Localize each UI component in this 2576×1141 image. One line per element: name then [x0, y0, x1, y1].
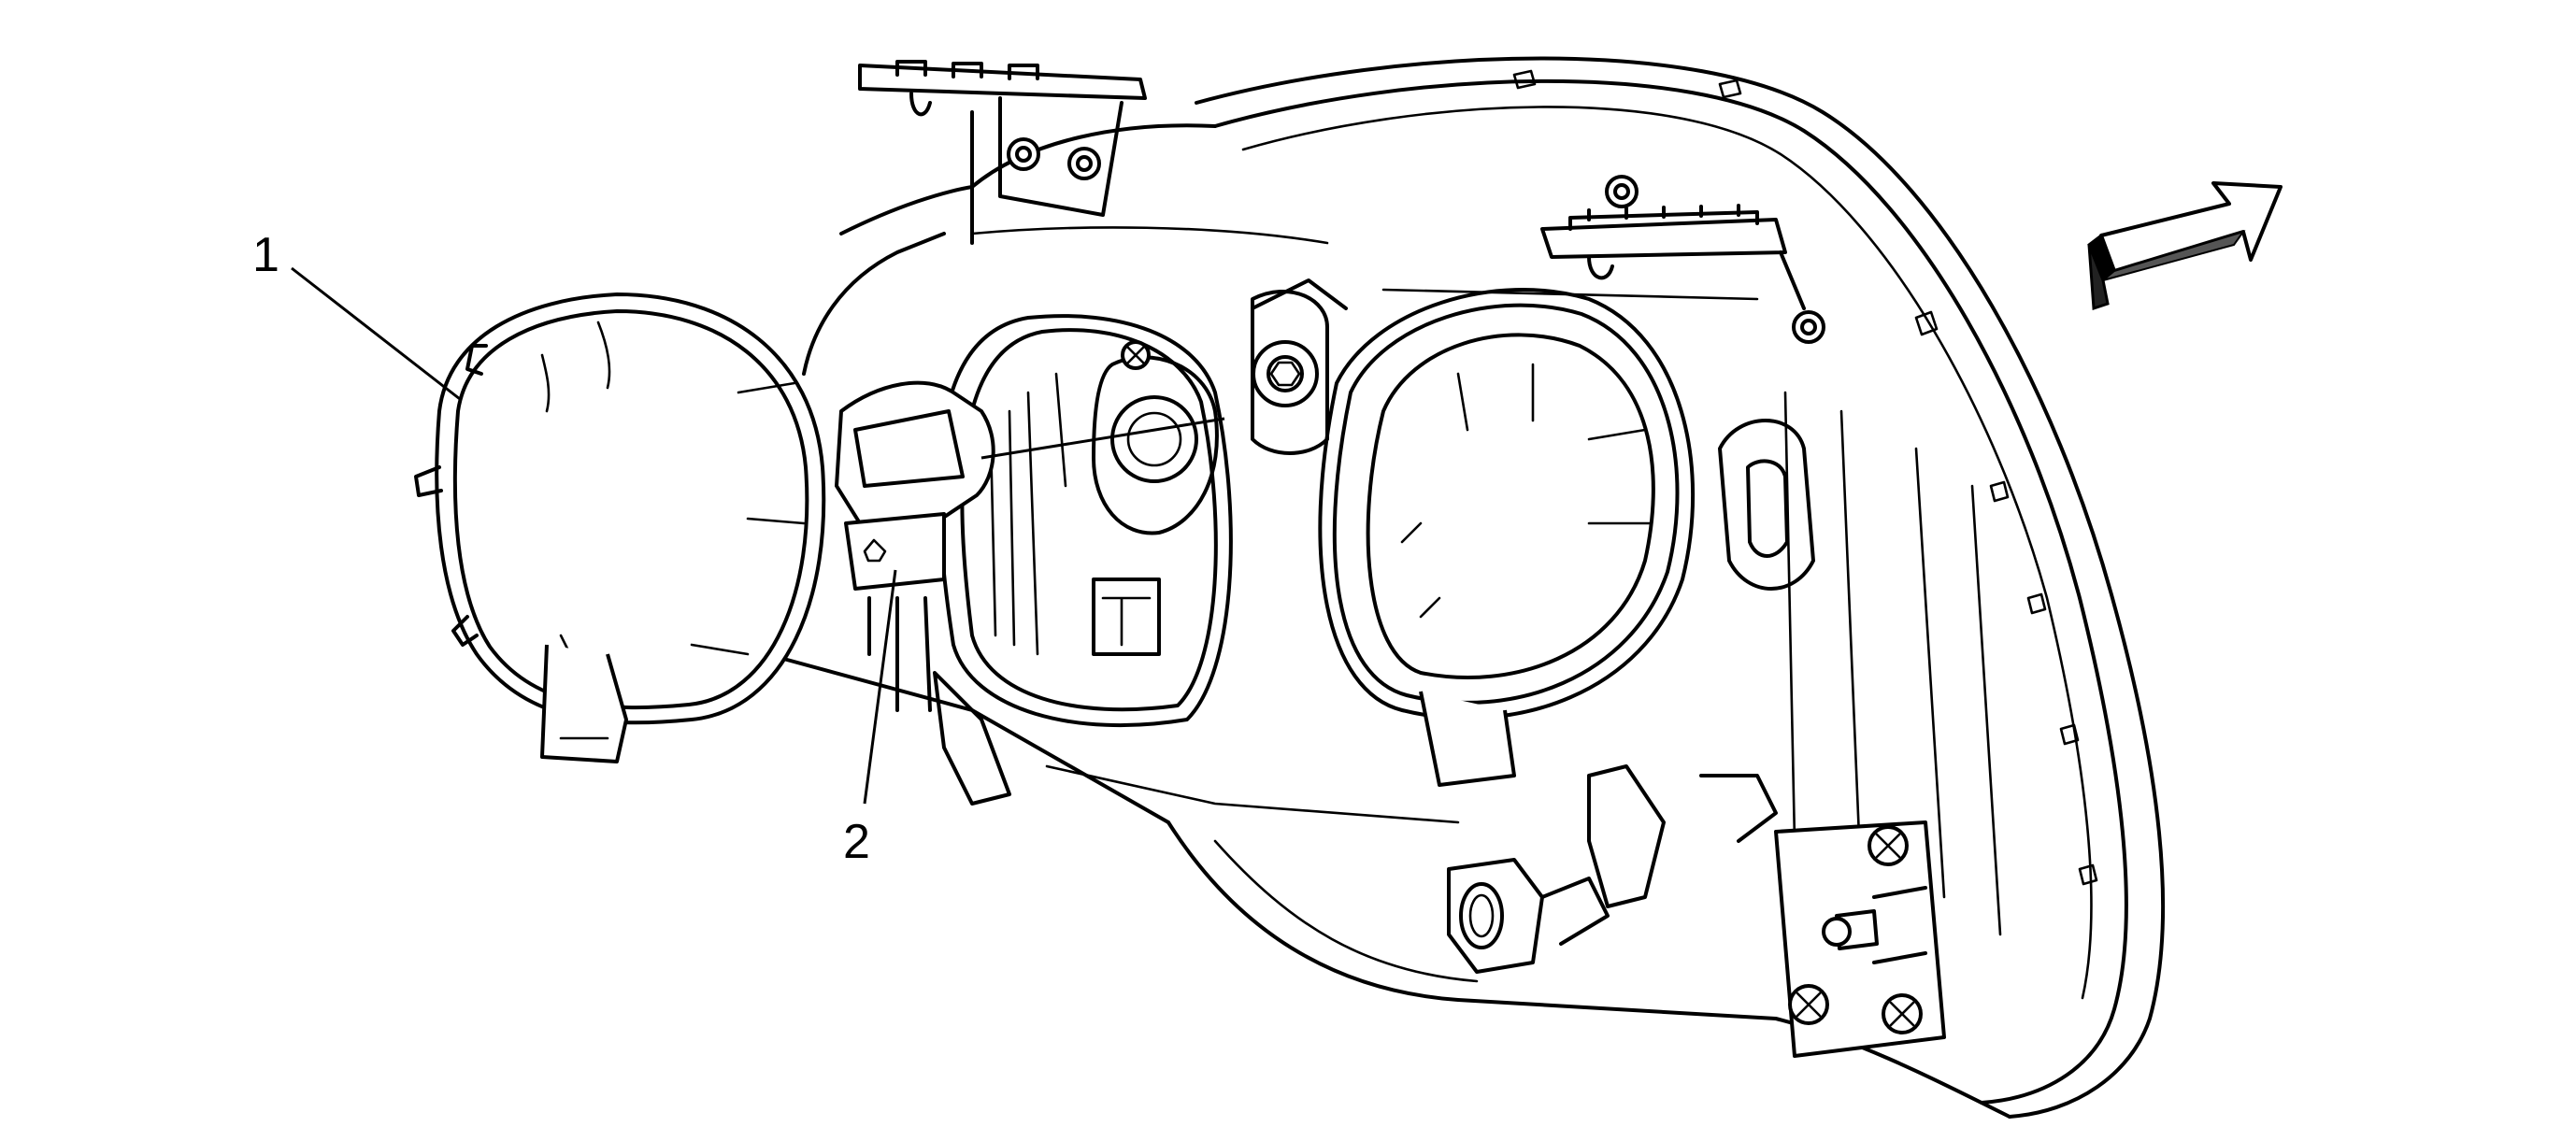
housing-lower-details [933, 419, 1815, 908]
callout-2-leader [863, 569, 897, 805]
front-direction-arrow-icon [2087, 181, 2283, 311]
headlamp-access-cover-installed [1318, 288, 1696, 787]
headlamp-bulb-bore-open [937, 314, 1233, 728]
upper-mounting-bracket-left [858, 60, 1147, 245]
callout-1-label: 1 [252, 228, 279, 282]
upper-mounting-bracket-right [1540, 175, 1825, 344]
park-lamp-socket-boss [1251, 278, 1348, 455]
callout-1-leader [291, 266, 461, 401]
electrical-connector [1447, 858, 1610, 974]
installation-guide-line [980, 417, 1225, 460]
callout-2-label: 2 [843, 815, 870, 869]
headlamp-adjuster-bracket [1774, 820, 1946, 1058]
park-lamp-bulb [835, 380, 995, 712]
headlamp-access-cover-removed [414, 292, 826, 763]
headlamp-housing [765, 56, 2166, 1119]
